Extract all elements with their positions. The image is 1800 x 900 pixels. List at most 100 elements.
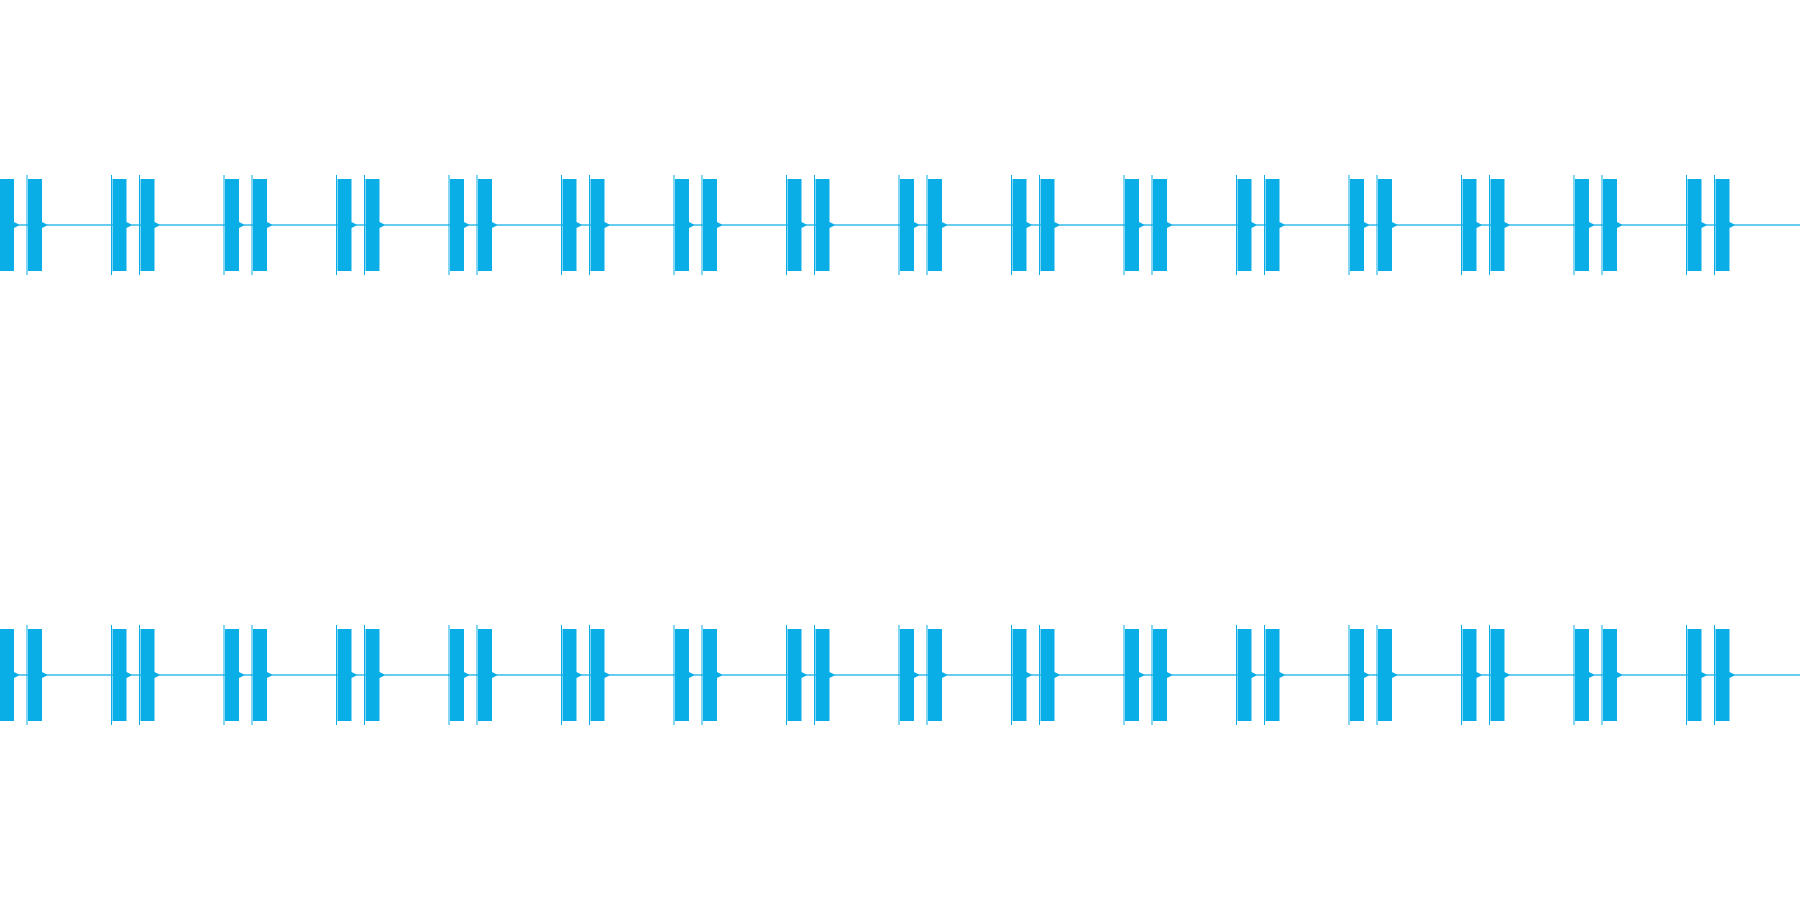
channel-bottom-burst-block (1153, 629, 1167, 721)
channel-bottom-burst (1461, 625, 1511, 725)
channel-bottom-burst-block (1715, 629, 1730, 721)
channel-bottom-burst (898, 625, 948, 725)
channel-bottom-burst-block (1012, 629, 1027, 721)
channel-top-burst-block (562, 179, 577, 271)
channel-top-burst-block (1715, 179, 1730, 271)
channel-top-burst-tail (1167, 222, 1173, 228)
channel-bottom-burst-tail (801, 672, 808, 678)
channel-top-burst-tail (576, 222, 583, 228)
channel-top-burst-block (1012, 179, 1027, 271)
channel-bottom-burst-tail (942, 672, 948, 678)
channel-bottom-burst-block (590, 629, 605, 721)
channel-bottom-burst-tail (1251, 672, 1258, 678)
channel-top-burst-tail (126, 222, 133, 228)
channel-bottom-burst-block (365, 629, 380, 721)
channel-top-burst-block (365, 179, 380, 271)
channel-top-burst-block (0, 179, 14, 271)
channel-top-burst-tail (689, 222, 695, 228)
channel-bottom-burst-block (1603, 629, 1617, 721)
channel-bottom-burst (0, 625, 48, 725)
channel-top-burst-tail (464, 222, 470, 228)
channel-bottom-burst-block (1237, 629, 1252, 721)
channel-top-burst-tail (1701, 222, 1708, 228)
channel-top-burst-tail (1139, 222, 1145, 228)
channel-bottom-burst-block (703, 629, 717, 721)
channel-bottom-burst-block (928, 629, 942, 721)
channel-top-burst-tail (42, 222, 48, 228)
channel-top-burst-tail (942, 222, 948, 228)
channel-bottom-burst-tail (267, 672, 273, 678)
channel-top-burst-tail (492, 222, 498, 228)
channel-top-burst-tail (801, 222, 808, 228)
channel-bottom-burst-block (225, 629, 239, 721)
channel-top-burst-block (478, 179, 492, 271)
channel-bottom-burst-block (1575, 629, 1589, 721)
channel-bottom-burst (561, 625, 611, 725)
channel-top-burst-block (337, 179, 352, 271)
channel-top-burst (1461, 175, 1511, 275)
channel-bottom-burst-tail (829, 672, 836, 678)
channel-bottom-burst-block (1350, 629, 1364, 721)
channel-top-burst-block (225, 179, 239, 271)
channel-bottom-burst (1123, 625, 1173, 725)
channel-bottom-burst-tail (1701, 672, 1708, 678)
channel-bottom-burst-block (28, 629, 42, 721)
channel-top-burst-tail (154, 222, 161, 228)
channel-top-burst-tail (1589, 222, 1595, 228)
channel-top-burst-tail (1392, 222, 1398, 228)
waveform-channel-top (0, 145, 1800, 305)
channel-top-burst-block (1687, 179, 1702, 271)
channel-bottom-burst-tail (379, 672, 386, 678)
channel-bottom-burst-tail (1139, 672, 1145, 678)
channel-bottom-burst-tail (1026, 672, 1033, 678)
channel-top-burst-block (1462, 179, 1477, 271)
channel-bottom-burst-block (140, 629, 155, 721)
channel-top-burst-block (450, 179, 464, 271)
channel-bottom-burst-tail (239, 672, 245, 678)
channel-top-burst (561, 175, 611, 275)
channel-top-burst-tail (1026, 222, 1033, 228)
channel-bottom-burst (448, 625, 498, 725)
channel-bottom-burst-tail (154, 672, 161, 678)
channel-bottom-burst-tail (464, 672, 470, 678)
channel-top-burst-tail (351, 222, 358, 228)
channel-top-burst-block (815, 179, 830, 271)
channel-top-burst (1573, 175, 1623, 275)
channel-top-burst-block (928, 179, 942, 271)
channel-bottom-burst-block (1265, 629, 1280, 721)
channel-top-burst-tail (1364, 222, 1370, 228)
channel-top-burst-block (675, 179, 689, 271)
channel-bottom-burst (1011, 625, 1061, 725)
channel-top-burst-block (1237, 179, 1252, 271)
channel-bottom-burst-tail (914, 672, 920, 678)
channel-top-burst-tail (379, 222, 386, 228)
channel-bottom-burst-tail (1392, 672, 1398, 678)
channel-bottom-burst-tail (1476, 672, 1483, 678)
channel-bottom-burst-block (112, 629, 127, 721)
channel-bottom-burst-block (478, 629, 492, 721)
channel-top-burst (0, 175, 48, 275)
channel-top-burst (898, 175, 948, 275)
channel-bottom-burst-tail (604, 672, 611, 678)
channel-bottom-burst-block (787, 629, 802, 721)
channel-top-burst-tail (1054, 222, 1061, 228)
channel-top-burst-block (590, 179, 605, 271)
channel-bottom-burst-tail (1167, 672, 1173, 678)
channel-top-burst-block (1378, 179, 1392, 271)
channel-bottom-burst-tail (351, 672, 358, 678)
channel-bottom-burst-block (450, 629, 464, 721)
waveform-channel-bottom-plot (0, 625, 1800, 725)
channel-bottom-burst (111, 625, 161, 725)
channel-bottom-burst-tail (576, 672, 583, 678)
channel-bottom-burst-block (1040, 629, 1055, 721)
channel-top-burst (448, 175, 498, 275)
channel-top-burst-block (787, 179, 802, 271)
channel-bottom-burst (336, 625, 386, 725)
waveform-channel-bottom (0, 595, 1800, 755)
channel-bottom-burst-tail (689, 672, 695, 678)
channel-bottom-burst-tail (492, 672, 498, 678)
channel-bottom-burst-block (815, 629, 830, 721)
channel-top-burst-tail (1504, 222, 1511, 228)
channel-top-burst-block (1125, 179, 1139, 271)
